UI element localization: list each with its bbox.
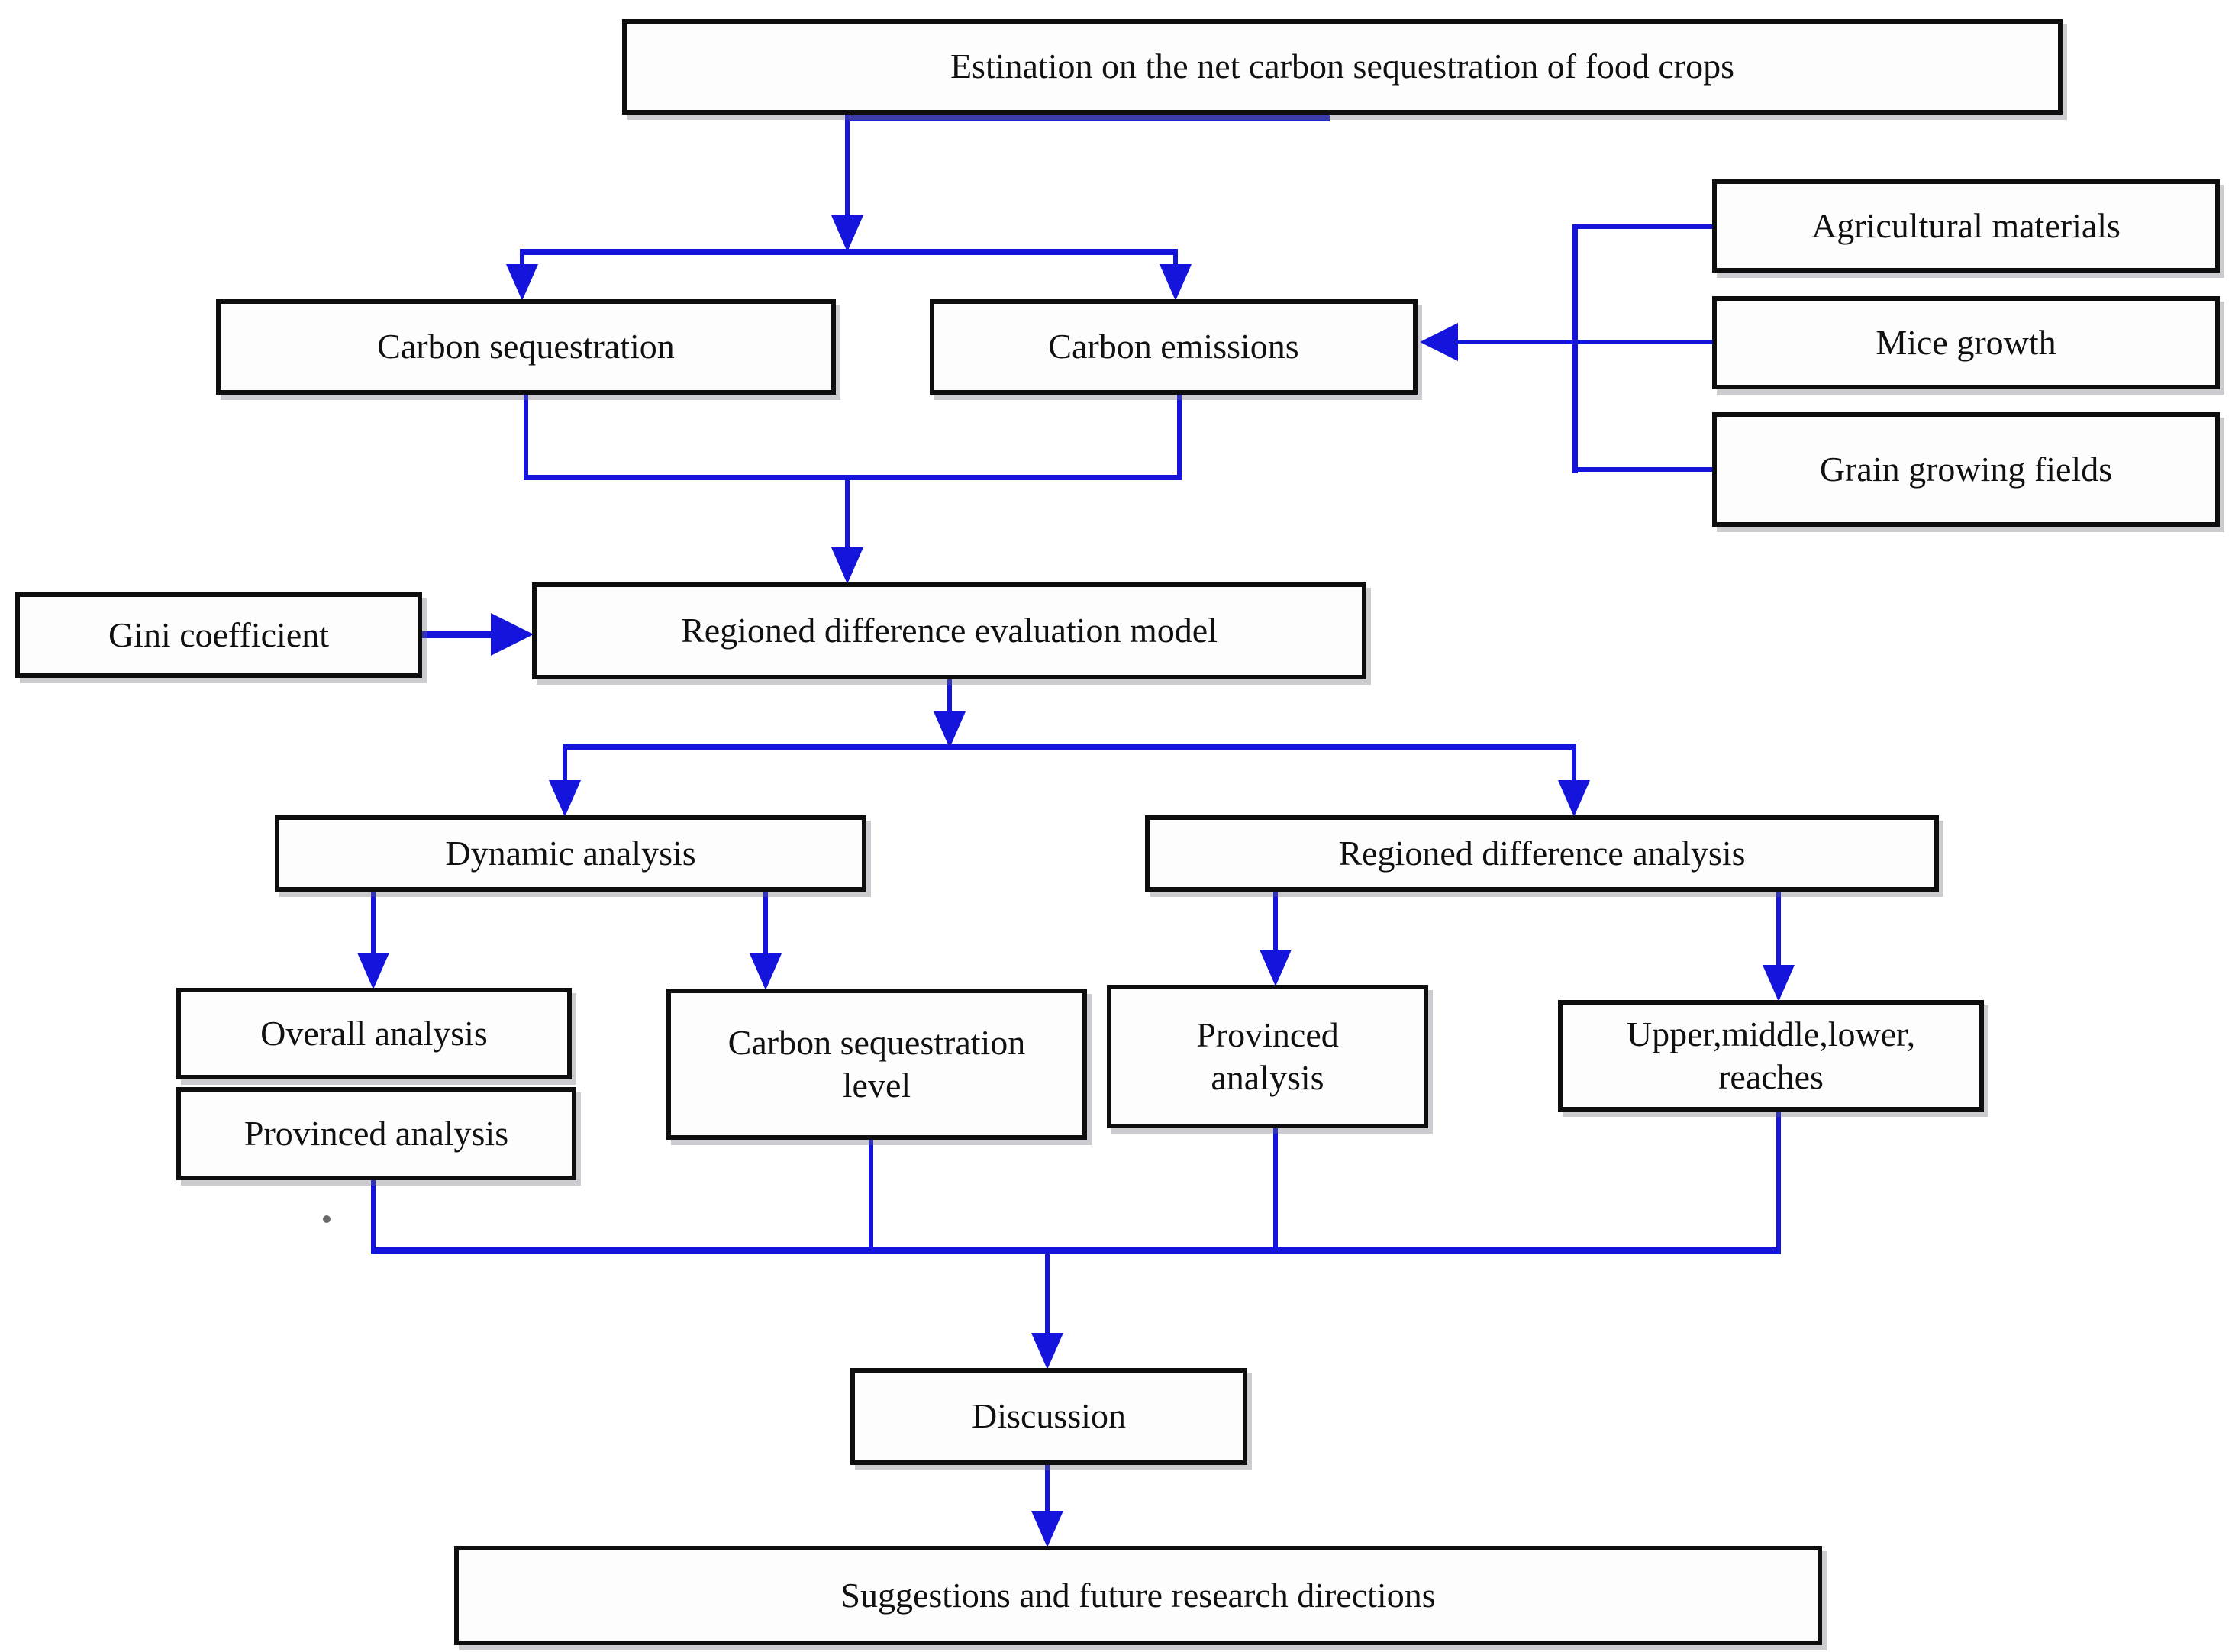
arrowhead-down-upper-icon <box>1763 965 1795 1002</box>
connector-dynamic-to-cslevel <box>763 892 768 957</box>
connector-right-bracket <box>1572 224 1578 473</box>
node-provinced-analysis-left: Provinced analysis <box>176 1087 576 1180</box>
connector-cslevel-down <box>869 1140 873 1254</box>
connector-carbon-seq-down <box>524 395 528 480</box>
node-overall-analysis: Overall analysis <box>176 988 572 1079</box>
node-provinced-analysis-right: Provinced analysis <box>1107 985 1428 1128</box>
connector-provinced-l-down <box>371 1180 376 1254</box>
connector-merge-to-discussion <box>1045 1254 1050 1336</box>
node-carbon-sequestration: Carbon sequestration <box>216 299 836 395</box>
connector-carbon-em-down <box>1177 395 1182 480</box>
arrowhead-down-dynamic-icon <box>549 780 581 817</box>
node-carbon-sequestration-level: Carbon sequestration level <box>666 989 1087 1140</box>
connector-merge-bottom <box>371 1247 1781 1254</box>
connector-split-row4 <box>563 744 1576 750</box>
connector-drop-carbon-em <box>1173 255 1178 267</box>
arrowhead-down-model-icon <box>831 547 863 584</box>
connector-stub-grain <box>1572 467 1712 472</box>
node-agricultural-materials: Agricultural materials <box>1712 179 2220 273</box>
connector-merge-row2 <box>524 475 1182 480</box>
connector-drop-carbon-seq <box>520 255 524 267</box>
arrowhead-right-model-icon <box>491 613 534 656</box>
arrowhead-down-overall-icon <box>357 953 389 989</box>
connector-regdiff-to-provinced <box>1273 892 1278 953</box>
connector-stub-agricultural <box>1572 224 1712 229</box>
connector-regdiff-to-upper <box>1776 892 1781 968</box>
node-grain-growing-fields: Grain growing fields <box>1712 412 2220 527</box>
arrowhead-down-regdiff-icon <box>1558 780 1590 817</box>
stray-dot <box>323 1215 331 1223</box>
node-regioned-difference-analysis: Regioned difference analysis <box>1145 815 1939 892</box>
arrowhead-down-discussion-icon <box>1031 1333 1063 1370</box>
connector-drop-dynamic <box>563 748 567 783</box>
connector-drop-regdiff <box>1572 748 1576 783</box>
connector-gini-arrow-shaft <box>422 631 495 638</box>
connector-merge-to-model <box>845 478 850 551</box>
connector-upper-down <box>1776 1112 1781 1254</box>
arrowhead-down-suggestions-icon <box>1031 1511 1063 1547</box>
connector-model-down <box>947 679 952 715</box>
arrowhead-down-carbon-em-icon <box>1160 264 1192 301</box>
connector-split-row2 <box>520 249 1178 255</box>
connector-mice-to-emissions <box>1450 340 1712 344</box>
node-discussion: Discussion <box>850 1368 1247 1465</box>
arrowhead-down-split2-icon <box>934 711 966 748</box>
node-mice-growth: Mice growth <box>1712 296 2220 389</box>
connector-provinced-r-down <box>1273 1128 1278 1254</box>
connector-discussion-to-suggestions <box>1045 1465 1050 1514</box>
arrowhead-down-carbon-seq-icon <box>506 264 538 301</box>
node-suggestions: Suggestions and future research directio… <box>454 1546 1822 1645</box>
node-carbon-emissions: Carbon emissions <box>930 299 1418 395</box>
node-estimation: Estination on the net carbon sequestrati… <box>622 19 2063 115</box>
node-gini-coefficient: Gini coefficient <box>15 592 422 678</box>
node-dynamic-analysis: Dynamic analysis <box>275 815 866 892</box>
arrowhead-down-split-icon <box>831 215 863 252</box>
node-evaluation-model: Regioned difference evaluation model <box>532 582 1366 679</box>
connector-top-to-split <box>845 115 850 220</box>
arrowhead-left-carbon-em-icon <box>1420 323 1458 361</box>
arrowhead-down-cslevel-icon <box>750 953 782 990</box>
connector-under-top-box <box>849 115 1330 121</box>
connector-dynamic-to-overall <box>371 892 376 956</box>
node-upper-middle-lower-reaches: Upper,middle,lower, reaches <box>1558 1000 1984 1112</box>
arrowhead-down-provinced-r-icon <box>1260 950 1292 986</box>
